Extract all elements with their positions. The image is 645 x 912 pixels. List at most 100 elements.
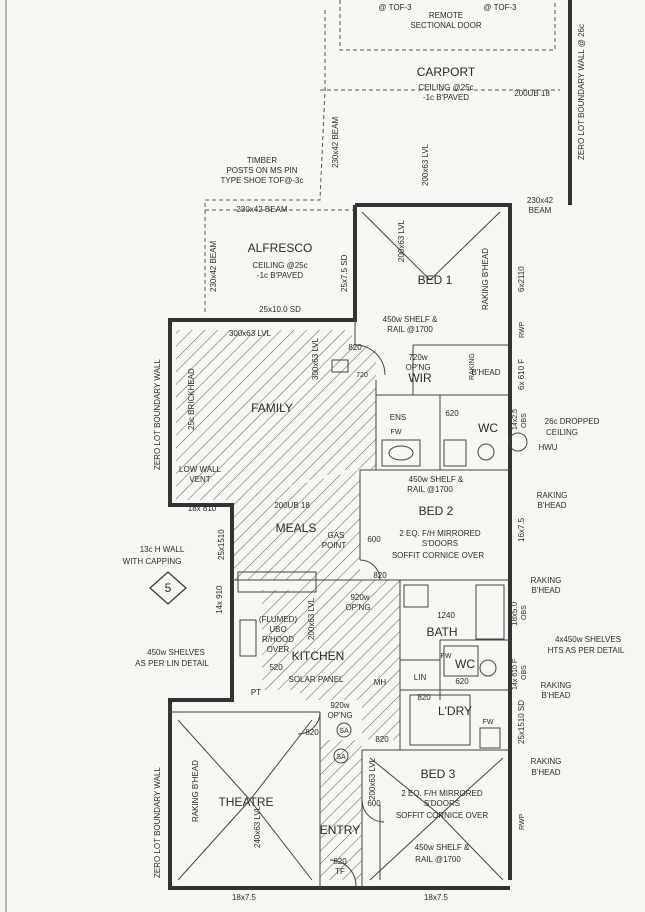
note-lvl-200x63-kitchen: 200x63 LVL [307,597,316,640]
room-wc-1: WC [478,421,498,435]
note-obs-2: OBS [521,605,528,620]
note-opng-920-a-1: 920w [350,593,369,602]
note-ub-200: 200UB 18 [274,501,310,510]
note-dropped-2: CEILING [546,428,578,437]
note-boundary-left-1: ZERO LOT BOUNDARY WALL [153,359,162,470]
note-sa-1: SA [339,728,349,735]
note-flumed-3: R/HOOD [262,635,294,644]
note-raking-bhead-bed3-2: B'HEAD [531,768,560,777]
note-door-820-d: 820 [305,728,319,737]
note-shelf-bed3-1: 450w SHELF & [415,843,470,852]
note-raking-bhead-wir-1: RAKING [469,353,476,380]
note-wall-13c-2: WITH CAPPING [123,557,182,566]
note-wir-opng-2: OP'NG [405,363,430,372]
room-family: FAMILY [251,401,293,415]
door-swings [297,344,386,887]
note-door-600-b: 600 [367,799,381,808]
note-door-1240: 1240 [437,611,455,620]
note-door-820-b: 820 [373,571,387,580]
note-window-6x2110: 6x2110 [517,266,526,292]
note-window-18x50: 18x5.0 [510,601,519,626]
note-sa-2: SA [336,754,346,761]
room-lin: LIN [414,673,427,682]
room-bath: BATH [426,625,457,639]
note-shelves-450-1: 450w SHELVES [147,648,205,657]
note-shelf-bed3-2: RAIL @1700 [415,855,461,864]
note-lvl-200x63-bed3: 200x63 LVL [368,757,377,800]
note-beam-200ub18-top: 200UB 18 [514,89,550,98]
note-carport-ceiling-1: CEILING @25c [418,83,473,92]
note-raking-bhead-ldry-1: RAKING [541,681,572,690]
bed3-raking-lines [369,757,504,881]
note-window-18x810: 18x 810 [188,504,217,513]
note-raking-bhead-bed3-1: RAKING [531,757,562,766]
note-raking-bhead-wir-2: B'HEAD [471,368,500,377]
note-pt: PT [251,688,261,697]
note-wall-13c-1: 13c H WALL [140,545,185,554]
note-window-18x75-a: 18x7.5 [232,893,257,902]
note-window-14x25: 14x2.5 [512,409,519,430]
note-window-25x1510-b: 25x1510 SD [517,700,526,744]
note-soffit-bed3: SOFFIT CORNICE OVER [396,811,489,820]
note-window-14x910: 14x 910 [215,585,224,614]
room-wc-2: WC [455,657,475,671]
note-boundary-left-2: ZERO LOT BOUNDARY WALL [153,767,162,878]
note-dropped-1: 26c DROPPED [545,417,600,426]
note-alfresco-ceiling-2: -1c B'PAVED [257,271,303,280]
exterior-walls [168,0,572,890]
note-raking-bhead-bed2-1: RAKING [537,491,568,500]
interior-walls [170,320,510,888]
note-door-820-e: 820 [375,735,389,744]
note-rwp-2: RWP [519,813,526,830]
note-sd-25x75: 25x7.5 SD [340,254,349,292]
note-tof-right: @ TOF-3 [483,3,517,12]
note-lvl-200x63-bed1: 200x63 LVL [397,219,406,262]
note-beam-230x42-right-1: 230x42 [527,196,554,205]
note-flumed-2: UBO [269,625,286,634]
note-soffit-bed2: SOFFIT CORNICE OVER [392,551,485,560]
note-shelves-4x450-2: HTS AS PER DETAIL [548,646,625,655]
note-low-wall-2: VENT [189,475,210,484]
note-fw-3: FW [483,719,494,726]
note-solar-panel: SOLAR PANEL [289,675,345,684]
note-mirror-bed3-2: S'DOORS [424,799,460,808]
note-lvl-240x63: 240x63 LVL [253,805,262,848]
note-opng-920-a-2: OP'NG [345,603,370,612]
note-raking-bhead-bath-2: B'HEAD [531,586,560,595]
room-bed2: BED 2 [419,504,454,518]
note-shelf-bed2-2: RAIL @1700 [407,485,453,494]
note-raking-bhead-theatre: RAKING B'HEAD [191,760,200,822]
note-rwp-1: RWP [519,321,526,338]
note-beam-230x42-right-2: BEAM [529,206,552,215]
note-flumed-1: (FLUMED) [259,615,298,624]
note-beam-230x42-left: 230x42 BEAM [209,241,218,292]
note-window-6x610f: 6x 610 F [517,359,526,390]
note-fw-2: FW [441,653,452,660]
bed1-raking-lines [361,211,501,281]
note-shelves-450-2: AS PER LIN DETAIL [135,659,209,668]
note-entry-door-1: 820 [333,857,347,866]
note-fw-1: FW [391,429,402,436]
note-door-820-a: 820 [348,343,362,352]
room-meals: MEALS [276,521,317,535]
note-mirror-bed2-2: S'DOORS [422,539,458,548]
note-lvl-300x63-vert: 300x63 LVL [311,337,320,380]
hatched-zones [176,330,400,880]
note-remote-door-2: SECTIONAL DOOR [410,21,481,30]
room-theatre: THEATRE [218,795,273,809]
note-tof-left: @ TOF-3 [378,3,412,12]
note-lvl-200x63-vert: 200x63 LVL [421,143,430,186]
note-door-520: 520 [269,663,283,672]
note-opng-920-b-2: OP'NG [327,711,352,720]
note-shelf-bed2-1: 450w SHELF & [409,475,464,484]
note-low-wall-1: LOW WALL [179,465,221,474]
note-sd-25x100: 25x10.0 SD [259,305,301,314]
note-raking-bhead-bed1: RAKING B'HEAD [481,248,490,310]
note-wir-opng-1: 720w [408,353,427,362]
note-window-14x610f: 14x 610 F [512,659,519,690]
note-mirror-bed3-1: 2 EQ. F/H MIRRORED [401,789,483,798]
note-timber-1: TIMBER [247,156,277,165]
note-obs-3: OBS [521,665,528,680]
room-entry: ENTRY [320,823,360,837]
